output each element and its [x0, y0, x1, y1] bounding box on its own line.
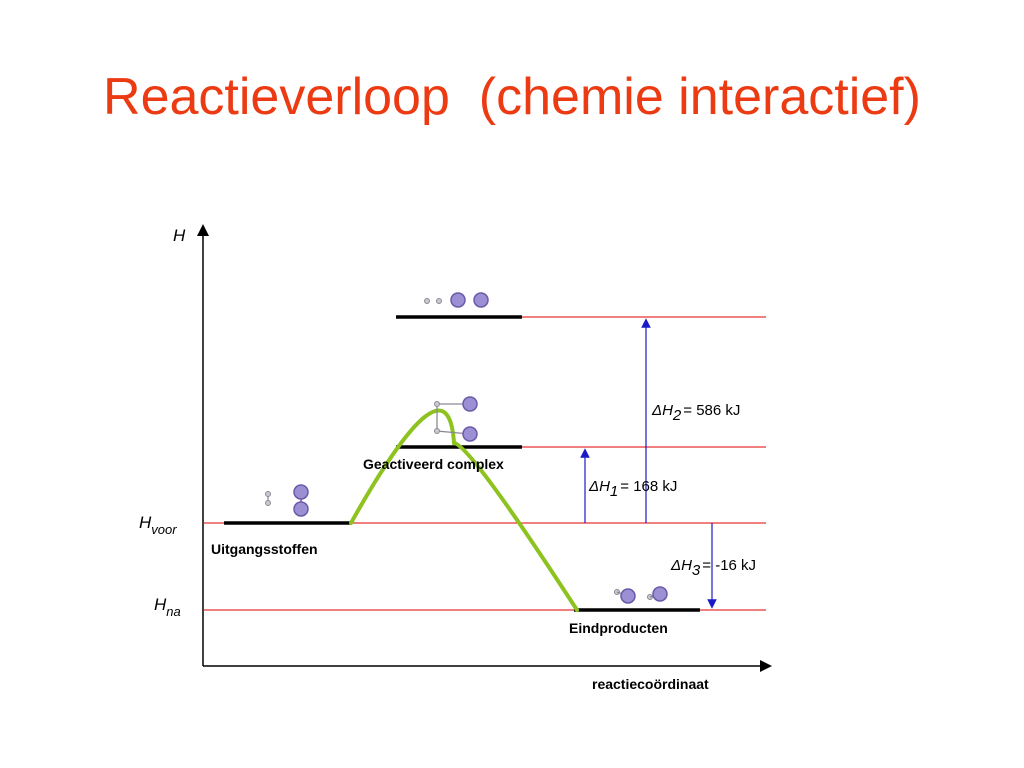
- delta-h2-sub: 2: [672, 407, 682, 424]
- h-voor-label: Hvoor: [139, 513, 177, 537]
- slide-title: Reactieverloop (chemie interactief): [103, 68, 921, 126]
- delta-h1-main: H: [599, 478, 610, 495]
- products-label: Eindproducten: [569, 620, 668, 636]
- h-na-sub: na: [166, 604, 180, 619]
- delta-h1-delta: Δ: [588, 478, 599, 495]
- delta-h1-value: = 168 kJ: [620, 478, 677, 495]
- delta-h2-value: = 586 kJ: [683, 402, 740, 419]
- y-axis-label: H: [173, 226, 186, 245]
- delta-h3-label: ΔH3= -16 kJ: [670, 557, 756, 579]
- h-na-main: H: [154, 595, 167, 614]
- molecule-free-atoms-icon: [424, 292, 489, 308]
- delta-h1-label: ΔH1= 168 kJ: [588, 478, 677, 500]
- delta-h3-sub: 3: [692, 562, 701, 579]
- h-na-label: Hna: [154, 595, 181, 619]
- reaction-curve: [349, 408, 579, 612]
- x-axis-label: reactiecoördinaat: [592, 676, 709, 692]
- delta-h2-main: H: [662, 402, 673, 419]
- delta-h2-label: ΔH2= 586 kJ: [651, 402, 740, 424]
- delta-h3-delta: Δ: [670, 557, 681, 574]
- delta-h3-value: = -16 kJ: [702, 557, 756, 574]
- delta-h2-delta: Δ: [651, 402, 662, 419]
- molecule-reactants-icon: [265, 484, 309, 517]
- delta-h3-main: H: [681, 557, 692, 574]
- molecule-products-icon: [614, 586, 668, 604]
- delta-h1-sub: 1: [610, 483, 618, 500]
- h-voor-main: H: [139, 513, 152, 532]
- molecule-activated-complex-icon: [434, 396, 478, 442]
- activated-complex-label: Geactiveerd complex: [363, 456, 504, 472]
- reactants-label: Uitgangsstoffen: [211, 541, 318, 557]
- h-voor-sub: voor: [151, 522, 177, 537]
